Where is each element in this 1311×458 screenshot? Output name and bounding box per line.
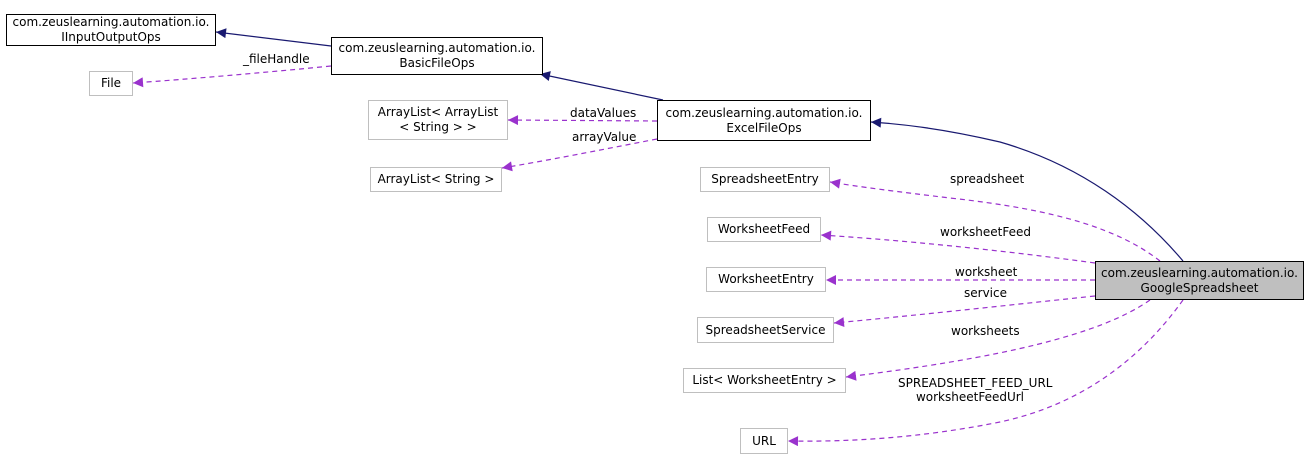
edge-label-worksheets: worksheets (951, 324, 1020, 338)
class-node-googlespreadsheet[interactable]: com.zeuslearning.automation.io. GoogleSp… (1095, 261, 1304, 300)
edge-googlespreadsheet-spreadsheetentry (829, 178, 1161, 262)
node-label-line1: WorksheetFeed (717, 222, 811, 236)
node-label-line2: IInputOutputOps (61, 30, 161, 44)
node-label-line1: com.zeuslearning.automation.io. (338, 41, 536, 55)
class-node-worksheetentry[interactable]: WorksheetEntry (706, 267, 826, 292)
node-label-line1: SpreadsheetService (705, 322, 826, 337)
class-node-basicfileops[interactable]: com.zeuslearning.automation.io. BasicFil… (331, 37, 543, 75)
class-node-spreadsheetentry[interactable]: SpreadsheetEntry (700, 167, 830, 192)
edge-label-worksheet-feed: worksheetFeed (940, 225, 1031, 239)
class-node-arraylist-arraylist-string[interactable]: ArrayList< ArrayList < String > > (368, 100, 508, 140)
edge-label-data-values: dataValues (570, 106, 637, 120)
edge-googlespreadsheet-spreadsheetservice (833, 295, 1096, 328)
class-node-spreadsheetservice[interactable]: SpreadsheetService (697, 317, 834, 343)
node-label-line1: ArrayList< String > (377, 172, 495, 186)
node-label-line2: < String > > (399, 120, 477, 134)
edge-excelfileops-arraylist-string (501, 138, 658, 172)
node-label-line1: List< WorksheetEntry > (692, 373, 837, 387)
edge-label-url-line1: SPREADSHEET_FEED_URL (898, 376, 1053, 390)
edge-label-url-line2: worksheetFeedUrl (915, 390, 1025, 404)
class-node-worksheetfeed[interactable]: WorksheetFeed (707, 217, 821, 242)
edge-googlespreadsheet-worksheetfeed (820, 230, 1096, 264)
edge-googlespreadsheet-to-excelfileops (870, 117, 1184, 262)
class-node-excelfileops[interactable]: com.zeuslearning.automation.io. ExcelFil… (657, 100, 871, 141)
edge-label-array-value: arrayValue (572, 130, 637, 144)
edge-googlespreadsheet-list-worksheetentry (845, 299, 1151, 381)
class-node-arraylist-string[interactable]: ArrayList< String > (370, 167, 502, 192)
edge-excelfileops-arraylist-arraylist (507, 115, 658, 126)
class-node-iinputoutputops[interactable]: com.zeuslearning.automation.io. IInputOu… (6, 14, 216, 46)
class-node-url[interactable]: URL (740, 428, 788, 454)
node-label-line2: ExcelFileOps (726, 120, 802, 135)
node-label-line2: GoogleSpreadsheet (1140, 280, 1259, 295)
edge-label-spreadsheet: spreadsheet (950, 172, 1025, 186)
edge-label-worksheet: worksheet (955, 265, 1018, 279)
edge-label-url-members: SPREADSHEET_FEED_URL worksheetFeedUrl (898, 376, 1053, 404)
node-label-line1: SpreadsheetEntry (711, 172, 819, 186)
node-label-line1: File (100, 76, 122, 90)
node-label-line1: URL (752, 433, 776, 448)
node-label-line1: ArrayList< ArrayList (377, 105, 499, 119)
class-node-list-worksheetentry[interactable]: List< WorksheetEntry > (683, 368, 846, 393)
node-label-line1: WorksheetEntry (718, 272, 814, 286)
edge-excelfileops-to-basicfileops (539, 71, 664, 101)
edge-label-file-handle: _fileHandle (243, 52, 310, 66)
class-node-file[interactable]: File (89, 71, 133, 96)
node-label-line1: com.zeuslearning.automation.io. (665, 105, 863, 120)
edge-basicfileops-to-iinputoutputops (215, 28, 332, 47)
node-label-line1: com.zeuslearning.automation.io. (12, 15, 210, 29)
node-label-line1: com.zeuslearning.automation.io. (1101, 265, 1298, 280)
edge-basicfileops-file (132, 65, 332, 88)
edge-label-service: service (964, 286, 1007, 300)
node-label-line2: BasicFileOps (399, 56, 475, 70)
edge-googlespreadsheet-url (787, 299, 1184, 447)
